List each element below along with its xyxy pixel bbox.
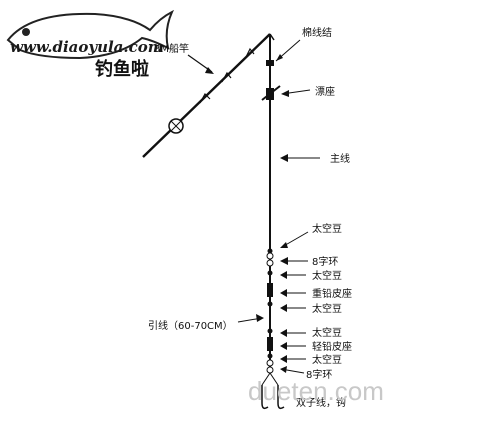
label-space-bean-3: 太空豆 [312,302,342,315]
label-space-bean-1: 太空豆 [312,222,342,235]
line-knot [266,60,274,66]
logo-name: 钓鱼啦 [95,58,149,80]
label-swivel-1: 8字环 [312,255,338,268]
label-leader: 引线（60-70CM） [148,319,233,332]
swivel-2 [266,359,274,374]
label-main-line: 主线 [330,152,350,165]
label-space-bean-2: 太空豆 [312,269,342,282]
space-bean-4 [267,328,273,334]
label-space-bean-5: 太空豆 [312,353,342,366]
label-light-sinker: 轻铅皮座 [312,340,352,353]
label-rod: 3M船竿 [154,42,189,55]
label-swivel-2: 8字环 [306,368,332,381]
float-seat [261,85,281,101]
label-float-seat: 漂座 [315,85,335,98]
label-line-knot: 棉线结 [302,26,332,39]
double-hook-icon [261,372,285,410]
space-bean-1 [267,248,273,254]
rod [142,33,271,158]
space-bean-3 [267,301,273,307]
watermark: dueten.com [248,376,384,406]
light-sinker [267,337,273,351]
logo-url: www.diaoyula.com [10,38,164,56]
space-bean-5 [267,353,273,359]
label-hook: 双子线，钩 [296,396,346,409]
fish-icon [6,9,175,60]
heavy-sinker [267,283,273,297]
label-heavy-sinker: 重铅皮座 [312,287,352,300]
label-space-bean-4: 太空豆 [312,326,342,339]
site-logo[interactable]: www.diaoyula.com 钓鱼啦 [6,9,175,80]
space-bean-2 [267,270,273,276]
reel-icon [168,118,184,134]
swivel-1 [266,252,274,267]
rod-guide-icon [199,47,255,104]
